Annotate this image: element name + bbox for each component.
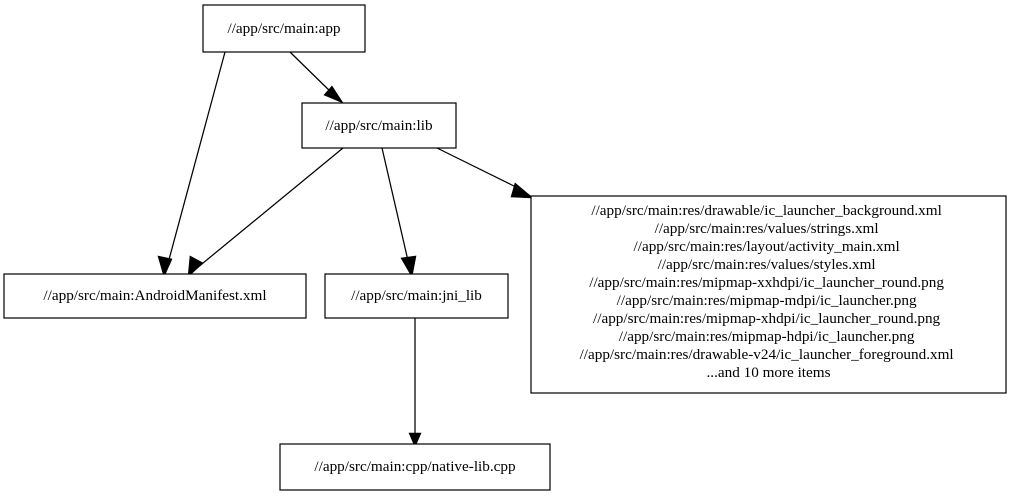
node-lib-label: //app/src/main:lib [325, 117, 433, 134]
resource-line-10: ...and 10 more items [706, 364, 830, 381]
node-app-label: //app/src/main:app [227, 20, 340, 37]
node-resources-lines: //app/src/main:res/drawable/ic_launcher_… [580, 202, 958, 381]
node-native-lib-cpp[interactable]: //app/src/main:cpp/native-lib.cpp [279, 443, 551, 491]
edge-app-to-lib [289, 51, 344, 104]
node-resources[interactable]: //app/src/main:res/drawable/ic_launcher_… [530, 195, 1007, 394]
resource-line-2: //app/src/main:res/values/strings.xml [655, 220, 879, 237]
edge-jni-lib-to-cpp [408, 318, 422, 448]
resource-line-4: //app/src/main:res/values/styles.xml [658, 256, 876, 273]
edge-app-to-manifest [157, 51, 226, 278]
graph-edges [157, 51, 534, 448]
resource-line-9: //app/src/main:res/drawable-v24/ic_launc… [580, 346, 954, 363]
node-android-manifest[interactable]: //app/src/main:AndroidManifest.xml [3, 273, 307, 319]
edge-lib-to-resources [436, 147, 534, 199]
node-app[interactable]: //app/src/main:app [202, 4, 366, 53]
edge-lib-to-jni-lib [381, 147, 417, 278]
node-native-lib-cpp-label: //app/src/main:cpp/native-lib.cpp [314, 458, 515, 475]
resource-line-8: //app/src/main:res/mipmap-hdpi/ic_launch… [619, 328, 915, 345]
resource-line-1: //app/src/main:res/drawable/ic_launcher_… [591, 202, 941, 219]
resource-line-5: //app/src/main:res/mipmap-xxhdpi/ic_laun… [589, 274, 944, 291]
node-jni-lib[interactable]: //app/src/main:jni_lib [324, 273, 509, 319]
node-jni-lib-label: //app/src/main:jni_lib [351, 287, 482, 304]
resource-line-7: //app/src/main:res/mipmap-xhdpi/ic_launc… [593, 310, 941, 327]
edge-lib-to-manifest [187, 147, 344, 278]
resource-line-3: //app/src/main:res/layout/activity_main.… [634, 238, 900, 255]
resource-line-6: //app/src/main:res/mipmap-mdpi/ic_launch… [617, 292, 917, 309]
node-android-manifest-label: //app/src/main:AndroidManifest.xml [43, 287, 266, 304]
node-lib[interactable]: //app/src/main:lib [301, 102, 457, 149]
